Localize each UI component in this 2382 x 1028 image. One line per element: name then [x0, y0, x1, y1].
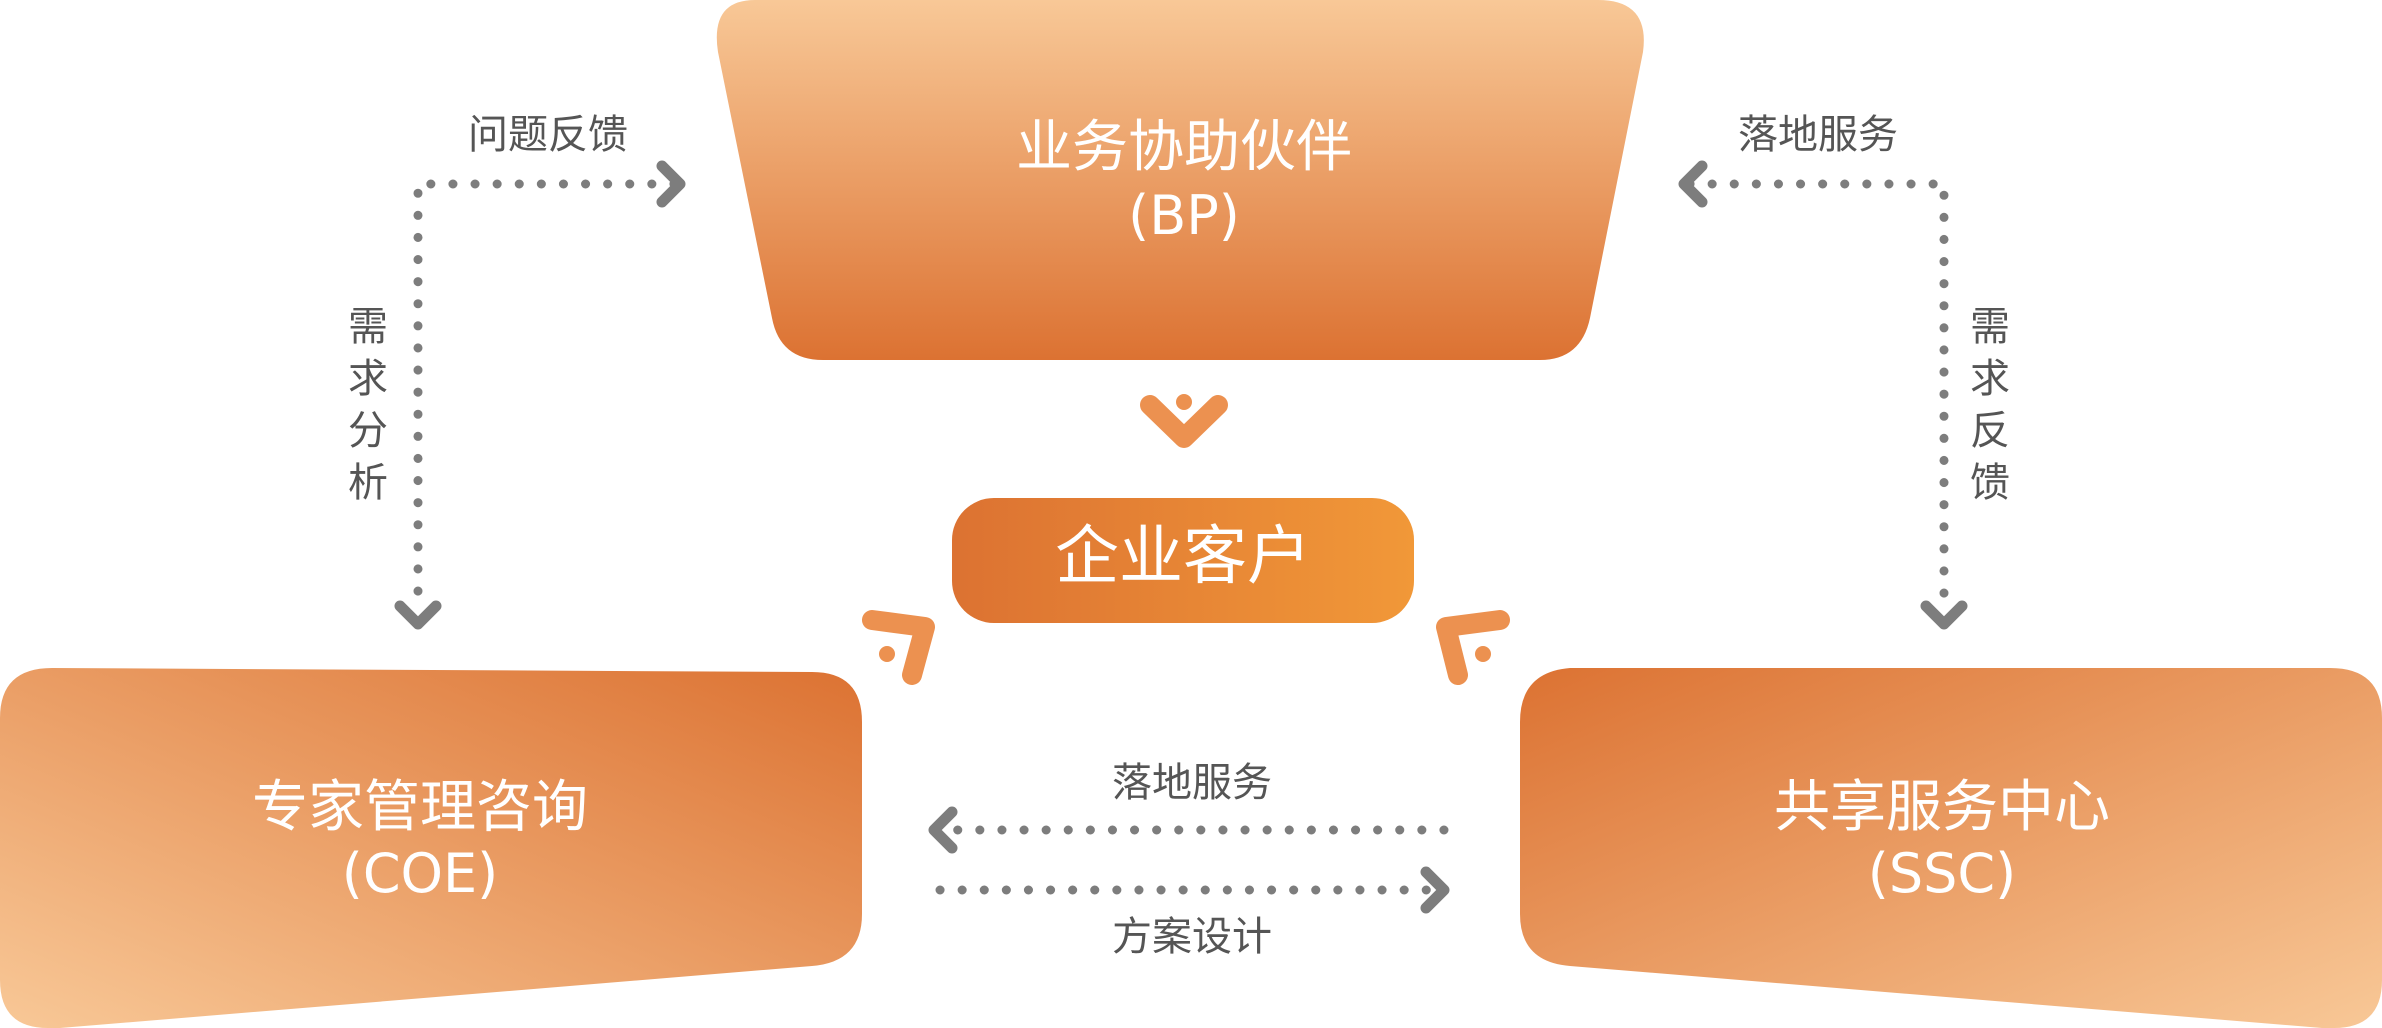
coe-to-bp-label: 问题反馈 — [468, 112, 628, 158]
coe-bp-vertical-char-3: 分 — [348, 408, 388, 454]
ssc-bp-vertical-char-2: 求 — [1970, 356, 2010, 402]
bp-node: 业务协助伙伴 (BP) — [716, 0, 1644, 360]
corner-chevron-left-icon — [862, 610, 935, 685]
arrow-right-icon — [1420, 866, 1450, 914]
ssc-node: 共享服务中心 (SSC) — [1520, 668, 2382, 1028]
ssc-shape — [1520, 668, 2382, 1028]
ssc-bp-dotted-line — [1685, 179, 1949, 615]
ssc-bp-connector: 落地服务 需 求 反 馈 — [1678, 112, 2010, 630]
ssc-bp-vertical-char-4: 馈 — [1970, 460, 2010, 506]
ssc-bp-vertical-char-1: 需 — [1970, 304, 2010, 350]
bp-title: 业务协助伙伴 — [1016, 115, 1352, 180]
coe-abbr: (COE) — [342, 842, 498, 905]
arrow-down-icon — [394, 600, 442, 630]
down-chevron-icon — [1140, 394, 1228, 448]
arrow-right-icon — [656, 160, 686, 208]
customer-shape — [952, 498, 1414, 623]
customer-node: 企业客户 — [952, 498, 1414, 623]
coe-bp-vertical-char-1: 需 — [348, 304, 388, 350]
corner-chevron-right-icon — [1436, 610, 1510, 685]
bp-shape — [716, 0, 1644, 360]
ssc-coe-connector: 落地服务 方案设计 — [928, 760, 1450, 960]
arrow-down-icon — [1920, 600, 1968, 630]
ssc-bp-vertical-char-3: 反 — [1970, 408, 2010, 454]
coe-to-ssc-label: 方案设计 — [1112, 914, 1272, 960]
ssc-to-coe-label: 落地服务 — [1112, 760, 1272, 806]
ssc-to-bp-label: 落地服务 — [1738, 112, 1898, 158]
ssc-title: 共享服务中心 — [1774, 775, 2110, 840]
arrow-left-icon — [928, 806, 958, 854]
coe-node: 专家管理咨询 (COE) — [0, 668, 862, 1028]
coe-bp-vertical-char-4: 析 — [348, 460, 388, 506]
customer-title: 企业客户 — [1055, 520, 1311, 594]
coe-bp-connector: 问题反馈 需 求 分 析 — [348, 112, 686, 630]
arrow-left-icon — [1678, 160, 1708, 208]
bp-abbr: (BP) — [1128, 184, 1240, 247]
coe-bp-vertical-char-2: 求 — [348, 356, 388, 402]
coe-title: 专家管理咨询 — [252, 775, 588, 840]
ssc-abbr: (SSC) — [1868, 842, 2016, 905]
coe-bp-dotted-line — [413, 179, 679, 615]
coe-shape — [0, 668, 862, 1028]
